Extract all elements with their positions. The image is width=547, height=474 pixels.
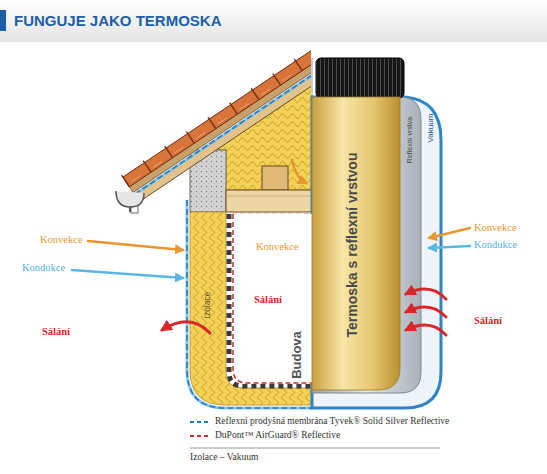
legend-note: Izolace – Vakuum (190, 452, 258, 463)
conduction-arrow (72, 270, 183, 278)
heat-transfer-label: Kondukce (22, 262, 65, 274)
heat-transfer-label: Sálání (474, 315, 502, 327)
radiation-arrow (406, 325, 446, 335)
layer-label: Vakuum (426, 114, 435, 143)
wall-section (187, 200, 312, 408)
convection-arrow (88, 241, 183, 250)
thermos-body: Termoska s reflexní vrstvou (312, 97, 400, 390)
heat-transfer-label: Sálání (254, 294, 282, 306)
node-label: Termoska s reflexní vrstvou (344, 153, 360, 338)
thermos-shell (312, 58, 441, 408)
heat-transfer-label: Konvekce (256, 241, 299, 253)
heat-transfer-label: Kondukce (474, 239, 517, 251)
conduction-arrow (429, 246, 470, 248)
layer-label: Reflexní vrstva (406, 117, 414, 163)
convection-arrow (429, 228, 470, 238)
node-shape (232, 214, 312, 384)
title-text: FUNGUJE JAKO TERMOSKA (14, 12, 222, 29)
convection-arrow (292, 160, 306, 183)
heat-transfer-label: Sálání (42, 326, 70, 338)
radiation-arrow (162, 322, 210, 333)
roof-section (116, 46, 311, 215)
vapour-barrier-line (233, 214, 312, 383)
legend-text: DuPont™ AirGuard® Reflective (215, 430, 340, 441)
radiation-arrow (406, 289, 446, 299)
layer-label: Izolace (203, 292, 213, 319)
heat-transfer-label: Konvekce (474, 222, 517, 234)
legend-text: Reflexní prodyšná membrána Tyvek® Solid … (215, 416, 449, 427)
radiation-arrow (406, 307, 446, 317)
heat-transfer-label: Konvekce (40, 234, 83, 246)
title-bar (0, 0, 547, 42)
node-shape (312, 97, 400, 390)
node-label: Budova (290, 331, 305, 379)
